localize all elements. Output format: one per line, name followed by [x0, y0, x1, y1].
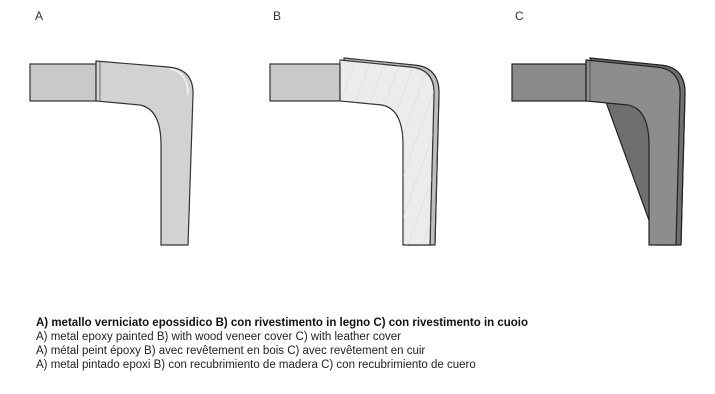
panel-a-label: A	[35, 9, 44, 23]
panel-c-drawing	[511, 57, 686, 246]
panel-b-label: B	[273, 9, 282, 23]
panel-c-tube	[511, 63, 587, 102]
caption-spanish: A) metal pintado epoxi B) con recubrimie…	[36, 359, 476, 371]
panel-a-tube	[29, 63, 97, 102]
panel-c-armrest	[585, 59, 681, 246]
caption-english: A) metal epoxy painted B) with wood vene…	[36, 331, 401, 343]
panel-b-tube	[269, 63, 341, 102]
captions: A) metallo verniciato epossidico B) con …	[36, 316, 706, 372]
caption-french: A) métal peint époxy B) avec revêtement …	[36, 345, 426, 357]
panel-b-grain	[340, 60, 435, 245]
panel-b-veneer-edge	[413, 64, 440, 246]
panel-a-drawing	[29, 60, 194, 246]
panel-c-label: C	[515, 9, 524, 23]
panel-b-drawing	[269, 57, 440, 246]
panel-a-highlight	[169, 68, 189, 96]
panel-c-leather-edge	[659, 64, 686, 246]
panel-a-armrest	[95, 60, 194, 246]
caption-italian: A) metallo verniciato epossidico B) con …	[36, 317, 529, 329]
